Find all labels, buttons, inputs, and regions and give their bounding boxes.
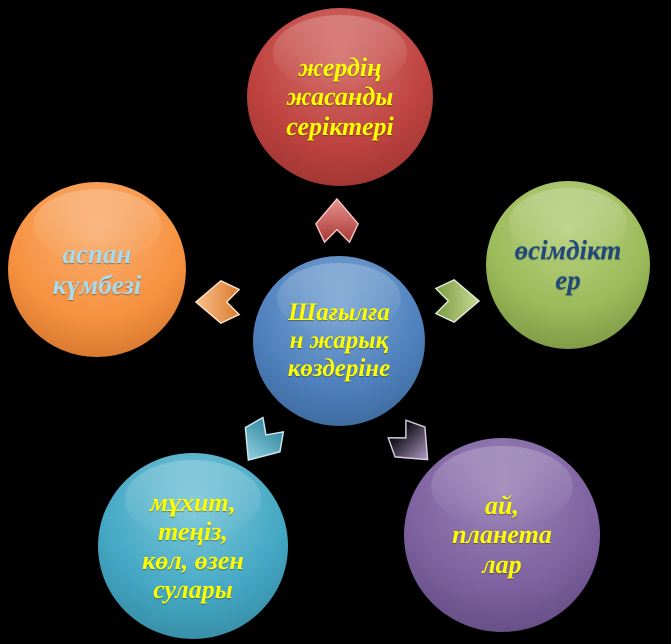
node-center-light-sources: Шағылға н жарық көздеріне [253, 256, 425, 426]
arrow-right-icon [434, 279, 481, 323]
node-center-label: Шағылға н жарық көздеріне [287, 299, 391, 382]
node-artificial-satellites: жердің жасанды серіктері [247, 8, 433, 186]
node-moon-planets: ай, планета лар [404, 438, 600, 632]
node-plants-label: өсімдікт ер [514, 234, 622, 295]
node-moon-planets-label: ай, планета лар [452, 491, 552, 579]
node-plants: өсімдікт ер [486, 181, 650, 349]
arrow-down-right-icon [387, 419, 429, 461]
arrow-up-icon [315, 197, 359, 244]
node-artificial-satellites-label: жердің жасанды серіктері [286, 53, 394, 141]
node-sky-dome-label: аспан күмбезі [52, 239, 142, 300]
arrow-down-left-icon [244, 416, 285, 461]
node-sky-dome: аспан күмбезі [8, 182, 186, 357]
node-waters: мұхит, теңіз, көл, өзен сулары [98, 453, 288, 639]
node-waters-label: мұхит, теңіз, көл, өзен сулары [142, 487, 244, 605]
arrow-left-icon [194, 280, 241, 324]
